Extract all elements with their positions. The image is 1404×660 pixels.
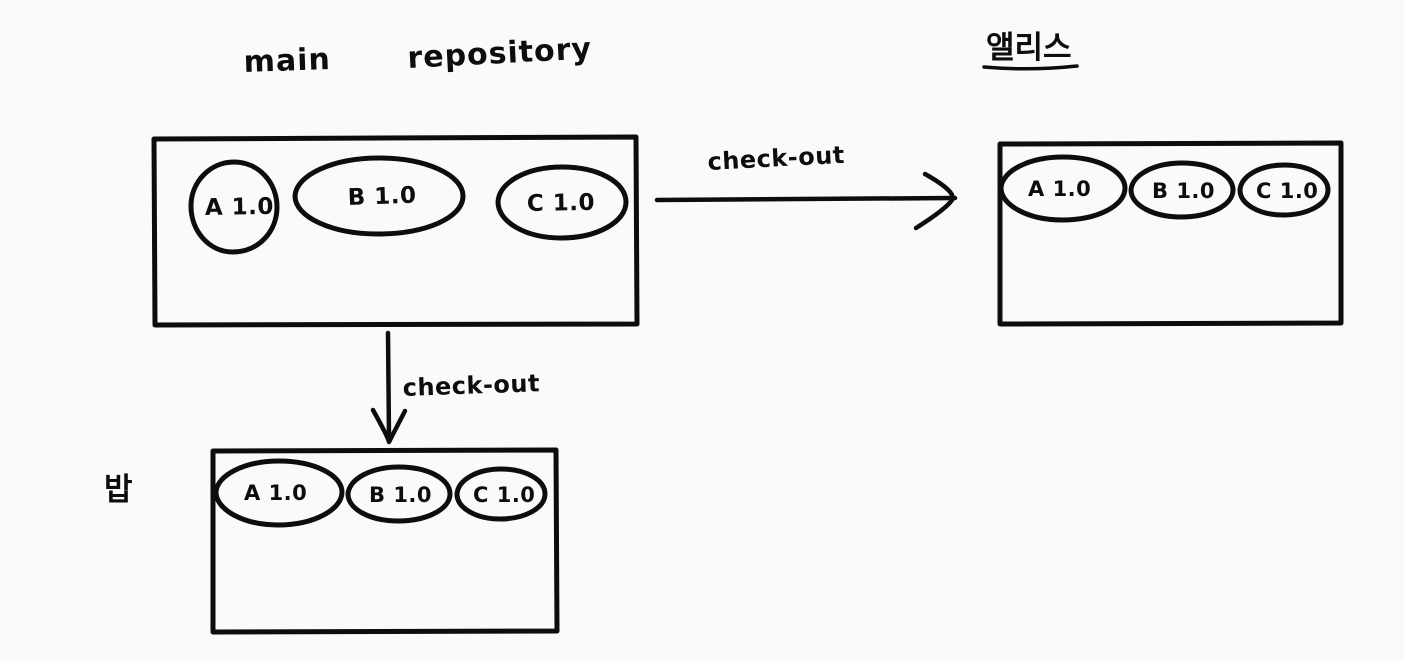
arrow-main-to-alice-label: check-out [707,141,846,176]
artifact-c-bob[interactable]: C 1.0 [454,466,548,522]
arrow-main-to-bob-head [370,407,408,445]
bob-label: 밥 [104,472,133,508]
arrow-main-to-alice: check-out [654,141,958,231]
title-word-repository: repository [407,31,593,76]
artifact-b-bob-outline [345,464,453,524]
artifact-c-main-outline [495,164,629,241]
artifact-b-alice[interactable]: B 1.0 [1128,160,1236,220]
artifact-a-bob[interactable]: A 1.0 [213,458,345,528]
arrow-main-to-bob: check-out [370,330,540,445]
main-repository-box[interactable]: A 1.0 B 1.0 C 1.0 [151,134,640,328]
main-repository-frame [151,134,640,328]
title-word-main: main [243,42,331,80]
artifact-c-alice[interactable]: C 1.0 [1237,162,1331,218]
artifact-b-alice-label: B 1.0 [1152,179,1215,203]
artifact-a-alice-label: A 1.0 [1028,177,1091,201]
artifact-a-alice-outline [998,154,1128,223]
artifact-a-bob-outline [213,458,345,528]
artifact-b-main-outline [292,155,466,237]
artifact-b-main-label: B 1.0 [347,183,417,211]
artifact-c-main-label: C 1.0 [527,190,596,217]
alice-label: 앨리스 [986,30,1072,66]
bob-workspace-frame [210,447,560,635]
arrow-main-to-alice-line [654,195,958,203]
artifact-a-main-outline [188,159,280,255]
artifact-a-main[interactable]: A 1.0 [188,159,280,255]
bob-workspace-box[interactable]: A 1.0 B 1.0 C 1.0 [210,447,560,635]
alice-workspace-frame [997,140,1344,327]
artifact-c-bob-outline [454,466,548,522]
artifact-a-alice[interactable]: A 1.0 [998,154,1128,223]
artifact-c-main[interactable]: C 1.0 [495,164,629,241]
artifact-b-main[interactable]: B 1.0 [292,155,466,237]
artifact-b-alice-outline [1128,160,1236,220]
artifact-c-alice-outline [1237,162,1331,218]
artifact-b-bob-label: B 1.0 [369,483,432,507]
artifact-b-bob[interactable]: B 1.0 [345,464,453,524]
arrow-main-to-bob-line [385,330,392,440]
alice-title-group: 앨리스 [982,30,1079,71]
arrow-main-to-bob-label: check-out [402,369,540,402]
alice-label-underline [982,64,1079,71]
artifact-c-alice-label: C 1.0 [1256,179,1318,203]
main-repository-title: main repository [243,31,593,80]
artifact-a-main-label: A 1.0 [205,194,275,221]
artifact-c-bob-label: C 1.0 [473,483,535,507]
arrow-main-to-alice-head [913,171,955,231]
alice-workspace-box[interactable]: A 1.0 B 1.0 C 1.0 [997,140,1344,327]
artifact-a-bob-label: A 1.0 [244,481,307,505]
